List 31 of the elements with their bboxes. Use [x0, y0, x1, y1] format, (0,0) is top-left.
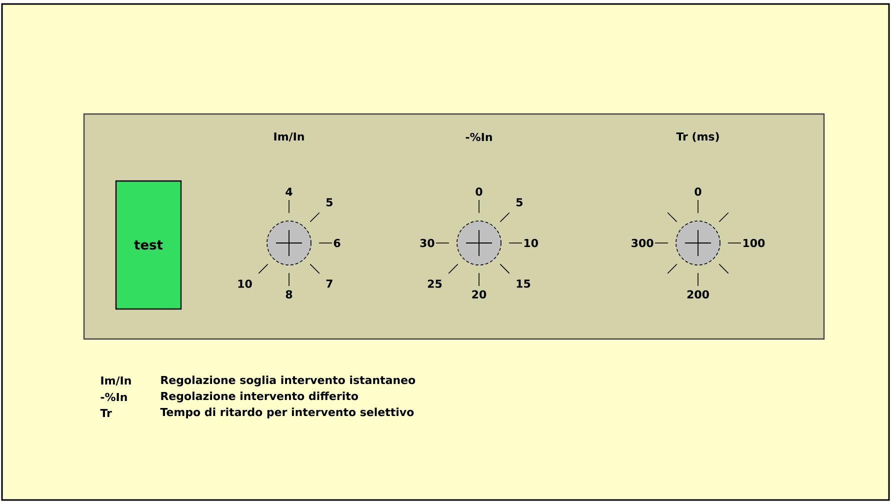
scale-value: 300: [632, 238, 654, 248]
scale-value: 7: [326, 280, 332, 288]
description-text: Tempo di ritardo per intervento selettivo: [160, 408, 414, 418]
dial-knob: [266, 220, 312, 266]
scale-value: 5: [516, 198, 522, 206]
scale-value: 200: [687, 290, 709, 299]
description-text: Regolazione soglia intervento istantaneo: [161, 376, 416, 386]
dial-heading: Im/In: [274, 132, 304, 142]
dial-heading: -%In: [466, 132, 492, 142]
scale-value: 6: [334, 238, 340, 248]
dial-knob: [456, 220, 502, 266]
scale-value: 20: [472, 290, 486, 299]
symbol-label: Im/In: [101, 376, 131, 386]
scale-value: 8: [286, 290, 292, 299]
scale-value: 10: [238, 280, 252, 288]
description-text: Regolazione intervento differito: [161, 392, 358, 402]
control-panel: [83, 113, 825, 340]
test-button: test: [115, 180, 182, 310]
scale-value: 25: [428, 280, 442, 288]
scale-value: 100: [743, 238, 765, 248]
scale-value: 5: [326, 198, 332, 206]
dial-knob: [676, 220, 720, 266]
dial-heading: Tr (ms): [676, 132, 719, 142]
symbol-label: -%In: [100, 392, 127, 402]
scale-value: 0: [694, 188, 702, 196]
symbol-label: Tr: [100, 409, 112, 418]
scale-value: 30: [420, 238, 434, 248]
scale-value: 0: [476, 188, 482, 196]
scale-value: 4: [286, 188, 292, 196]
scale-value: 10: [524, 238, 538, 248]
scale-value: 15: [516, 280, 530, 288]
